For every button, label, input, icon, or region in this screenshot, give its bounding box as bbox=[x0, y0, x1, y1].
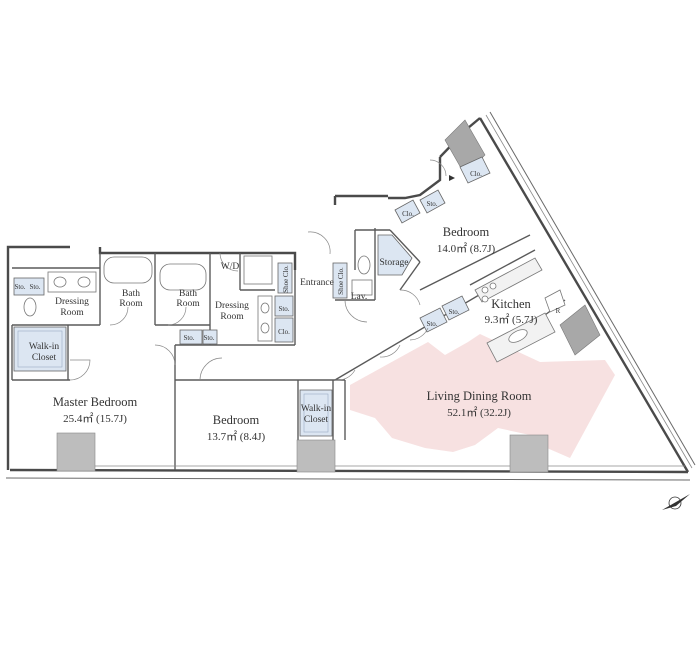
room-name-dressing-1-line2: Room bbox=[60, 308, 84, 318]
room-area-master-bedroom: 25.4㎡ (15.7J) bbox=[63, 412, 127, 425]
shoe-closet-1 bbox=[277, 262, 293, 294]
label-sto: Sto. bbox=[278, 305, 289, 313]
storage-small bbox=[419, 189, 446, 214]
pillar bbox=[296, 439, 336, 473]
refrigerator bbox=[544, 289, 566, 313]
room-area-kitchen: 9.3㎡ (5.7J) bbox=[485, 313, 538, 326]
closets bbox=[13, 156, 491, 437]
room-name-bedroom-3: Bedroom bbox=[443, 225, 490, 239]
label-clo: Clo. bbox=[402, 210, 414, 218]
room-name-bedroom-2: Bedroom bbox=[213, 413, 260, 427]
room-name-lav: Lav. bbox=[351, 292, 368, 302]
toilet bbox=[23, 297, 37, 317]
room-name-master-bedroom: Master Bedroom bbox=[53, 395, 138, 409]
label-sto: Sto. bbox=[426, 200, 437, 208]
room-labels: Master Bedroom 25.4㎡ (15.7J) Bedroom 13.… bbox=[14, 170, 560, 443]
label-sto: Sto. bbox=[183, 334, 194, 342]
pillar bbox=[509, 434, 549, 473]
label-sto: Sto. bbox=[448, 308, 459, 316]
pillar bbox=[56, 432, 96, 472]
closet-small bbox=[394, 199, 421, 224]
bathtub bbox=[159, 263, 207, 291]
room-name-bath-2-line2: Room bbox=[176, 299, 200, 309]
storage-small bbox=[13, 277, 45, 296]
room-area-bedroom-3: 14.0㎡ (8.7J) bbox=[437, 242, 496, 255]
room-name-entrance: Entrance bbox=[300, 278, 334, 288]
label-sto: Sto. bbox=[203, 334, 214, 342]
room-area-bedroom-2: 13.7㎡ (8.4J) bbox=[207, 430, 266, 443]
label-sto: Sto. bbox=[14, 283, 25, 291]
room-name-dressing-1: Dressing bbox=[55, 297, 89, 307]
doors bbox=[69, 159, 447, 381]
room-name-bath-1-line2: Room bbox=[119, 299, 143, 309]
walkin-closet-2 bbox=[299, 389, 333, 437]
room-name-walkin-2-line2: Closet bbox=[304, 415, 329, 425]
north-arrow-icon bbox=[662, 494, 690, 510]
room-name-dressing-2-line2: Room bbox=[220, 312, 244, 322]
closet-small bbox=[459, 156, 491, 184]
shoe-closet-2 bbox=[332, 262, 348, 299]
room-name-walkin-1-line2: Closet bbox=[32, 353, 57, 363]
label-sto: Sto. bbox=[426, 320, 437, 328]
fixtures bbox=[23, 255, 566, 363]
closet-small bbox=[274, 317, 294, 343]
storage-small bbox=[274, 295, 294, 317]
kitchen-counter bbox=[474, 257, 543, 303]
label-clo: Clo. bbox=[278, 328, 290, 336]
washer-dryer bbox=[243, 255, 273, 285]
room-name-living-dining: Living Dining Room bbox=[427, 389, 532, 403]
pointer-icon bbox=[449, 175, 455, 181]
label-sto: Sto. bbox=[29, 283, 40, 291]
room-area-living-dining: 52.1㎡ (32.2J) bbox=[447, 406, 511, 419]
room-name-kitchen: Kitchen bbox=[491, 297, 531, 311]
room-name-shoe-clo-1: Shoe Clo. bbox=[282, 265, 290, 293]
storage-closet bbox=[377, 234, 413, 276]
room-name-wd: W/D bbox=[221, 262, 240, 272]
room-name-dressing-2: Dressing bbox=[215, 301, 249, 311]
pillar bbox=[559, 304, 601, 356]
living-floor-area bbox=[350, 334, 615, 458]
label-refrigerator: R bbox=[556, 307, 561, 315]
room-name-walkin-2: Walk-in bbox=[301, 404, 332, 414]
room-name-bath-1: Bath bbox=[122, 289, 140, 299]
room-name-shoe-clo-2: Shoe Clo. bbox=[337, 267, 345, 295]
label-clo: Clo. bbox=[470, 170, 482, 178]
bathtub bbox=[103, 256, 153, 284]
room-name-storage: Storage bbox=[379, 258, 408, 268]
walkin-closet-1 bbox=[13, 326, 67, 372]
storage-small bbox=[441, 295, 470, 321]
lavatory-sink bbox=[351, 279, 373, 296]
room-name-walkin-1: Walk-in bbox=[29, 342, 60, 352]
toilet bbox=[357, 255, 371, 275]
storage-small bbox=[179, 329, 203, 345]
storage-small bbox=[202, 329, 218, 345]
room-name-bath-2: Bath bbox=[179, 289, 197, 299]
storage-small bbox=[419, 307, 448, 333]
